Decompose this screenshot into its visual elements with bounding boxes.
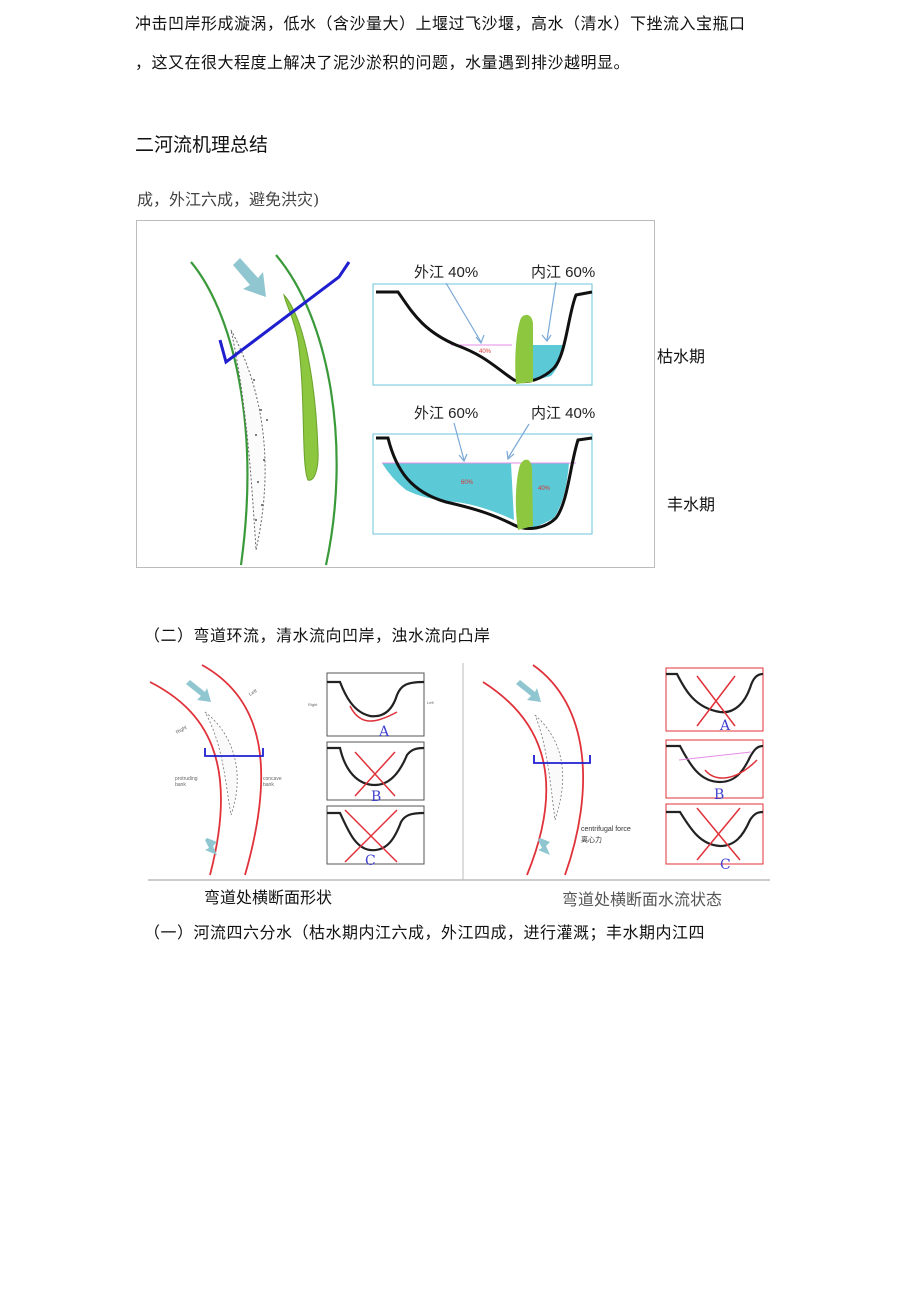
option-b-label-left: B: [371, 789, 381, 805]
section-title: 二河流机理总结: [135, 134, 269, 156]
figure-river-split: 外江 40% 内江 60% 40% 外江 60% 内江 40% 60% 40%: [136, 220, 656, 570]
right-bank-outer: [532, 664, 584, 876]
dry-island: [515, 314, 533, 384]
caption-bend-shape: 弯道处横断面形状: [204, 888, 333, 907]
centrifugal-zh: 离心力: [581, 835, 602, 844]
flood-outer-small: 60%: [461, 480, 474, 486]
left-sand-bar: [204, 711, 238, 817]
concave-bank-line2: bank: [263, 782, 274, 788]
left-bank-outer: [201, 664, 263, 876]
flood-riverbed: [376, 436, 593, 530]
sediment-dots: [253, 379, 268, 521]
option-c-label-left: C: [365, 853, 376, 869]
flood-season-box: [372, 433, 593, 535]
flood-island: [515, 459, 533, 530]
flood-inner-small: 40%: [538, 486, 551, 492]
cs-left-label: Left: [427, 700, 435, 705]
flood-inner-label: 内江 40%: [531, 405, 595, 422]
dry-period-label: 枯水期: [657, 347, 706, 366]
option-c-label-right: C: [720, 857, 731, 873]
concave-bank-line1: concave: [263, 776, 282, 782]
flood-outer-label: 外江 60%: [414, 405, 478, 422]
left-section-line: [204, 748, 264, 757]
caption-bend-flow: 弯道处横断面水流状态: [562, 890, 723, 909]
option-a-label-right: A: [719, 718, 731, 734]
flood-period-label: 丰水期: [667, 495, 716, 514]
left-bank-inner: [149, 681, 222, 876]
dry-season-box: [372, 283, 593, 386]
flood-inner-water: [531, 463, 569, 528]
sand-bar: [230, 329, 266, 551]
right-sand-bar: [534, 714, 564, 821]
right-section-line: [533, 755, 591, 764]
flood-outer-water: [382, 463, 514, 520]
centrifugal-en: centrifugal force: [581, 826, 631, 833]
option-b-label-right: B: [714, 787, 724, 803]
left-plan-right-label: Right: [175, 724, 189, 735]
caption-fragment: 成，外江六成，避免洪灾): [137, 190, 320, 209]
left-flow-arrow-top-icon: [186, 680, 211, 702]
left-plan-left-label: Left: [248, 688, 259, 698]
option-a-label-left: A: [378, 724, 390, 740]
heading-bend-circulation: （二）弯道环流，清水流向凹岸，浊水流向凸岸: [144, 626, 491, 645]
right-flow-arrow-top-icon: [516, 680, 541, 702]
dry-outer-label: 外江 40%: [414, 264, 478, 281]
right-flow-arrow-bottom-icon: [538, 838, 550, 855]
dry-inner-water: [526, 345, 564, 382]
figure-bend-svg: Right Left protruding bank concave bank …: [148, 663, 770, 881]
island-fish-mouth: [283, 293, 319, 481]
dry-riverbed: [376, 290, 593, 384]
protruding-bank-line1: protruding: [175, 776, 198, 782]
right-bank-inner: [482, 681, 548, 876]
flow-arrow-icon: [233, 258, 266, 297]
paragraph-line-2: ，这又在很大程度上解决了泥沙淤积的问题，水量遇到排沙越明显。: [135, 53, 631, 72]
heading-four-six-split: （一）河流四六分水（枯水期内江六成，外江四成，进行灌溉；丰水期内江四: [144, 923, 706, 942]
river-bank-right: [275, 254, 338, 566]
left-flow-arrow-bottom-icon: [205, 838, 217, 855]
river-bank-left: [190, 261, 249, 566]
figure-river-split-svg: 外江 40% 内江 60% 40% 外江 60% 内江 40% 60% 40%: [136, 220, 655, 568]
paragraph-line-1: 冲击凹岸形成漩涡，低水（含沙量大）上堰过飞沙堰，高水（清水）下挫流入宝瓶口: [135, 14, 746, 33]
cs-right-label: Right: [308, 702, 318, 707]
dry-inner-label: 内江 60%: [531, 264, 595, 281]
protruding-bank-line2: bank: [175, 782, 186, 788]
figure-bend: Right Left protruding bank concave bank …: [145, 660, 775, 910]
cross-section-line: [218, 261, 351, 365]
dry-outer-small: 40%: [479, 349, 492, 355]
